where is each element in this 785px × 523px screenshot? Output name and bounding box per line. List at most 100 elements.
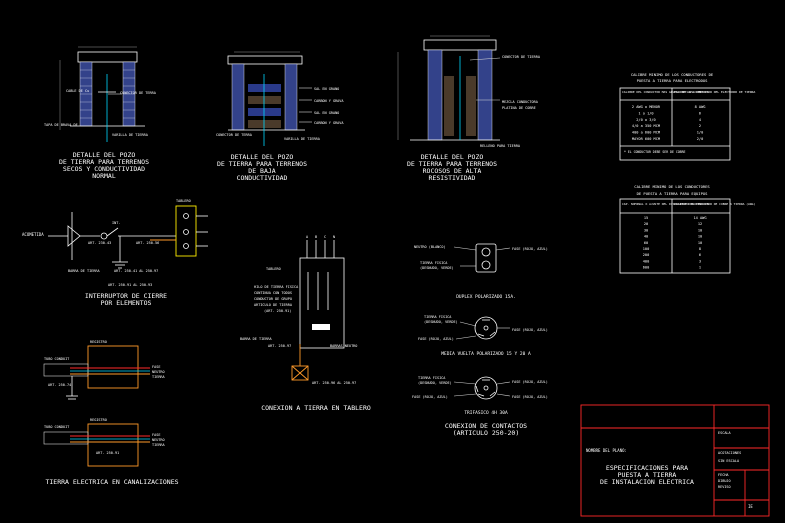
table2-row-3-col-1: 30 — [644, 228, 648, 232]
duplex-outlet-detail: NEUTRO (BLANCO) FASE (ROJO, AZUL) TIERRA… — [414, 243, 548, 300]
phase-a: A — [306, 235, 309, 239]
table1-row-3-col-2: 4 — [699, 118, 701, 122]
raceway2-registro: REGISTRO — [90, 418, 107, 422]
table2-row-4-col-1: 40 — [644, 235, 648, 239]
threephase-outlet-detail: TIERRA FISICA (DESNUDO, VERDE) FASE (ROJ… — [412, 376, 548, 416]
pit2-layer-3: SAL EN GRANO — [314, 111, 339, 115]
pit-detail-2: SAL EN GRANO CARBON Y GRAVA SAL EN GRANO… — [216, 51, 344, 182]
pit2-caption-2: DE TIERRA PARA TERRENOS — [217, 160, 307, 168]
table2-row-3-col-2: 10 — [698, 228, 702, 232]
pit1-cable-label: CABLE DE Cu — [66, 89, 89, 93]
panel-grounding-detail: A B C N TABLERO HILO DE TIERRA FISICA CO… — [240, 235, 371, 412]
raceway2-fase: FASE — [152, 433, 160, 437]
duplex-fase: FASE (ROJO, AZUL) — [512, 247, 548, 251]
raceway1-neutro: NEUTRO — [152, 370, 165, 374]
twist-caption: MEDIA VUELTA POLARIZADO 15 Y 20 A — [441, 351, 531, 357]
table2-row-9-col-2: 1 — [699, 266, 701, 270]
interruptor-caption-2: POR ELEMENTOS — [101, 299, 152, 307]
pit2-layer-1: SAL EN GRANO — [314, 87, 339, 91]
pit2-layer-2: CARBON Y GRAVA — [314, 99, 344, 103]
phase-n: N — [333, 235, 335, 239]
table2-row-6-col-1: 100 — [643, 247, 650, 251]
plan-title-3: DE INSTALACION ELECTRICA — [600, 478, 694, 486]
table2-row-2-col-2: 12 — [698, 222, 702, 226]
table-electrode-conductor: CALIBRE MINIMO DE LOS CONDUCTORES DE PUE… — [619, 72, 755, 161]
table1-row-3-col-1: 2/0 o 3/0 — [636, 118, 655, 122]
sheet-number: IE — [748, 504, 753, 509]
date-label: FECHA — [718, 473, 729, 477]
raceway-caption: TIERRA ELECTRICA EN CANALIZACIONES — [45, 478, 178, 486]
phase-c: C — [324, 235, 326, 239]
ground-bar-label: BARRA DE TIERRA — [68, 269, 101, 273]
table1-row-4-col-1: 4/0 a 350 MCM — [632, 124, 661, 128]
twistlock-outlet-detail: TIERRA FISICA (DESNUDO, VERDE) FASE (ROJ… — [418, 315, 548, 357]
pit3-mix-label: MEZCLA CONDUCTORA — [502, 100, 539, 104]
table2-header-1: CAP. NOMINAL O AJUSTE DEL DISPOSITIVO PR… — [622, 202, 709, 206]
raceway1-fase: FASE — [152, 365, 160, 369]
table1-title-1: CALIBRE MINIMO DE LOS CONDUCTORES DE — [631, 72, 714, 77]
table2-row-6-col-2: 8 — [699, 247, 701, 251]
art-250-56-label: ART. 250-56 — [136, 241, 159, 245]
pit3-fill-label: RELLENO PARA TIERRA — [480, 144, 521, 148]
contacts-caption: CONEXION DE CONTACTOS — [445, 422, 527, 430]
table2-row-8-col-1: 400 — [643, 259, 650, 263]
art-250-91-label: ART. 250-91 AL 250-93 — [108, 283, 152, 287]
twist-tierra-1: TIERRA FISICA — [424, 315, 452, 319]
table1-header-2: CALIBRE DEL CONDUCTOR DEL ELECTRODO DE T… — [674, 90, 755, 94]
plan-name-label: NOMBRE DEL PLANO: — [586, 448, 627, 453]
table1-row-6-col-1: MAYOR 600 MCM — [632, 137, 661, 141]
plan-title-2: PUESTA A TIERRA — [618, 471, 677, 479]
duplex-tierra-2: (DESNUDO, VERDE) — [420, 266, 454, 270]
pit2-connector-label: CONECTOR DE TERRA — [216, 133, 253, 137]
tri-caption: TRIFASICO 4H 30A — [464, 410, 508, 416]
twist-fase-2: FASE (ROJO, AZUL) — [418, 337, 454, 341]
duplex-tierra-1: TIERRA FISICA — [420, 261, 448, 265]
tri-fase-3: FASE (ROJO, AZUL) — [512, 395, 548, 399]
table-equipment-conductor: CALIBRE MINIMO DE LOS CONDUCTORES DE PUE… — [619, 184, 755, 274]
pit3-connector-label: CONECTOR DE TIERRA — [502, 55, 541, 59]
pit3-caption-4: RESISTIVIDAD — [429, 174, 476, 182]
pit2-rod-label: VARILLA DE TIERRA — [284, 137, 321, 141]
table2-row-8-col-2: 3 — [699, 259, 701, 263]
table1-row-2-col-1: 1 o 1/0 — [638, 111, 653, 115]
drawn-label: DIBUJO — [718, 479, 731, 483]
panel-wire-3: CONDUCTOR DE GRUPO — [254, 297, 292, 301]
panel-wire-5: (ART. 250-91) — [264, 309, 291, 313]
raceway2-art-250-91: ART. 250-91 — [96, 451, 119, 455]
raceway2-tierra: TIERRA — [152, 443, 166, 447]
table2-row-5-col-1: 60 — [644, 241, 648, 245]
phase-b: B — [315, 235, 317, 239]
table1-row-5-col-1: 400 a 600 MCM — [632, 131, 661, 135]
raceway1-art-250-74: ART. 250-74 — [48, 383, 71, 387]
pit1-caption-4: NORMAL — [92, 172, 116, 180]
tri-fase-2: FASE (ROJO, AZUL) — [412, 395, 448, 399]
table1-row-4-col-2: 2 — [699, 124, 701, 128]
panel-ground-bar: BARRA DE TIERRA — [240, 337, 273, 341]
contacts-subcaption: (ARTICULO 250-20) — [453, 429, 520, 437]
panel-caption: CONEXION A TIERRA EN TABLERO — [261, 404, 371, 412]
raceway1-conduit: TUBO CONDUIT — [44, 357, 70, 361]
scale-value: SIN ESCALA — [718, 459, 740, 463]
pit2-layer-4: CARBON Y GRAVA — [314, 121, 344, 125]
brick-pattern-1 — [80, 69, 135, 119]
table2-row-7-col-2: 6 — [699, 253, 701, 257]
tri-fase-1: FASE (ROJO, AZUL) — [512, 380, 548, 384]
pit3-caption-3: ROCOSOS DE ALTA — [423, 167, 482, 175]
panel-neutral-bars: BARRAS NEUTRO — [330, 344, 357, 348]
panel-art-250-96: ART. 250-96 AL 250-97 — [312, 381, 356, 385]
table2-title-2: DE PUESTA A TIERRA PARA EQUIPOS — [637, 191, 709, 196]
interruptor-detail: ACOMETIDA INT. TABLERO ART. 230-43 ART. … — [22, 199, 208, 307]
table1-row-1-col-2: 8 AWG — [695, 105, 706, 109]
twist-tierra-2: (DESNUDO, VERDE) — [424, 320, 458, 324]
table2-row-5-col-2: 10 — [698, 241, 702, 245]
table1-row-5-col-2: 1/0 — [697, 131, 704, 135]
interruptor-caption-1: INTERRUPTOR DE CIERRE — [85, 292, 167, 300]
panel-title-label: TABLERO — [266, 267, 281, 271]
table2-header-2: CALIBRE DEL CONDUCTOR DE COBRE A TIERRA … — [674, 202, 755, 206]
art-250-41-label: ART. 250-41 AL 250-97 — [114, 269, 158, 273]
raceway2-neutro: NEUTRO — [152, 438, 165, 442]
twist-fase-1: FASE (ROJO, AZUL) — [512, 328, 548, 332]
